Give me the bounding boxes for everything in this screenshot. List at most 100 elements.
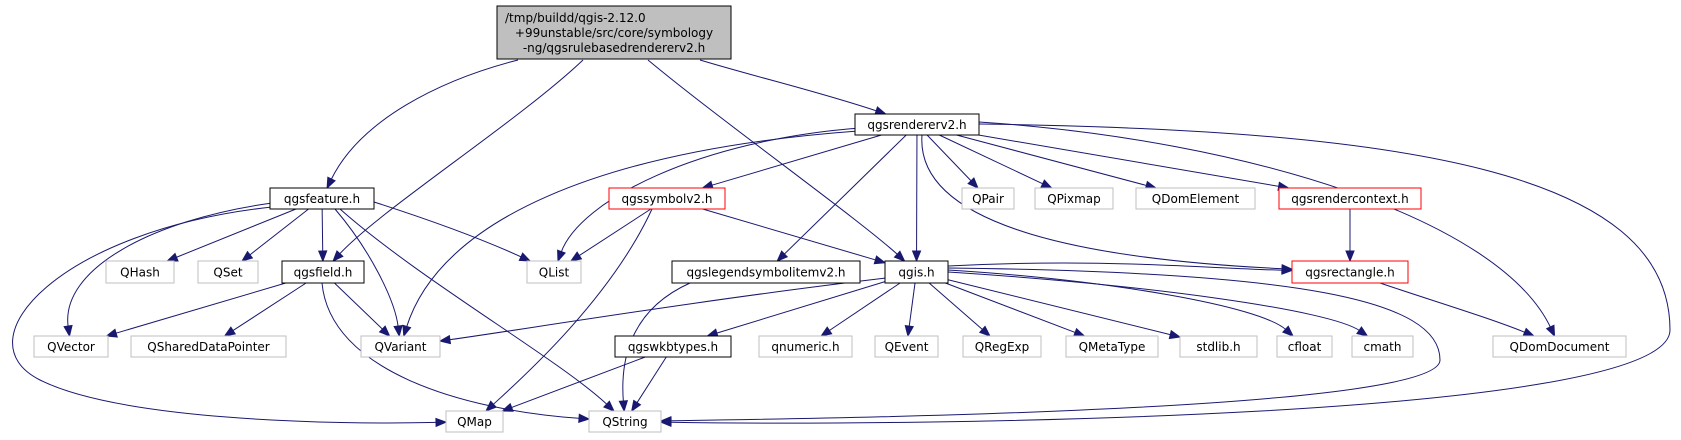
node-label: qgslegendsymbolitemv2.h bbox=[686, 266, 845, 280]
edge-line bbox=[947, 271, 1361, 332]
edge-line bbox=[338, 59, 584, 255]
node-label: QPair bbox=[972, 192, 1004, 206]
edge-qgsfeature-to-QVector bbox=[63, 202, 273, 338]
node-QVector: QVector bbox=[33, 335, 109, 358]
node-QPixmap: QPixmap bbox=[1034, 187, 1114, 210]
node-stdlib: stdlib.h bbox=[1179, 335, 1258, 358]
node-qgsrendercontext[interactable]: qgsrendercontext.h bbox=[1278, 187, 1422, 210]
node-QVariant: QVariant bbox=[360, 335, 441, 358]
node-qgslegendsymbolitemv2[interactable]: qgslegendsymbolitemv2.h bbox=[671, 260, 861, 284]
edge-line bbox=[928, 282, 984, 331]
edge-arrowhead bbox=[402, 324, 412, 338]
node-box bbox=[1492, 335, 1627, 358]
edge-arrowhead bbox=[223, 326, 237, 337]
edge-qgsrendererv2-to-QList bbox=[557, 127, 861, 263]
edge-line bbox=[945, 282, 1077, 334]
edge-arrowhead bbox=[776, 250, 789, 262]
edge-line bbox=[702, 208, 877, 261]
edge-line bbox=[947, 262, 1284, 271]
edge-qgsfeature-to-QVariant bbox=[334, 208, 403, 338]
edge-arrowhead bbox=[893, 250, 906, 262]
edge-arrowhead bbox=[241, 250, 254, 262]
node-QEvent: QEvent bbox=[874, 335, 939, 358]
node-qgsfeature[interactable]: qgsfeature.h bbox=[269, 187, 375, 210]
edge-root-to-qgsfeature bbox=[326, 59, 519, 190]
edge-line bbox=[699, 59, 878, 112]
edge-qgsfield-to-QVector bbox=[105, 282, 286, 338]
node-label: qgis.h bbox=[898, 266, 934, 280]
edge-arrowhead bbox=[557, 249, 566, 263]
node-root[interactable]: /tmp/buildd/qgis-2.12.0+99unstable/src/c… bbox=[496, 5, 732, 60]
edge-line bbox=[939, 134, 1044, 185]
edge-line bbox=[560, 127, 861, 253]
node-box bbox=[1276, 335, 1333, 358]
edge-arrowhead bbox=[978, 325, 991, 337]
edge-arrowhead bbox=[618, 400, 629, 413]
edge-arrowhead bbox=[904, 324, 915, 338]
edge-qgsrendererv2-to-qgslegendsymbolitemv2 bbox=[776, 134, 907, 262]
node-qgsfield[interactable]: qgsfield.h bbox=[281, 260, 365, 284]
edge-qgis-to-QVariant bbox=[438, 277, 887, 345]
edge-arrowhead bbox=[485, 400, 497, 412]
node-box bbox=[608, 187, 726, 210]
node-QMetaType: QMetaType bbox=[1065, 335, 1159, 358]
edge-arrowhead bbox=[569, 251, 583, 262]
node-label: QRegExp bbox=[975, 340, 1030, 354]
node-QPair: QPair bbox=[961, 187, 1015, 210]
node-qgis[interactable]: qgis.h bbox=[884, 260, 949, 284]
edge-qgis-to-QString bbox=[659, 267, 1441, 426]
edge-arrowhead bbox=[873, 255, 887, 265]
node-box bbox=[874, 335, 939, 358]
edge-arrowhead bbox=[911, 250, 922, 263]
node-label: QList bbox=[539, 266, 570, 280]
node-label: qgsfield.h bbox=[294, 266, 353, 280]
edge-line bbox=[636, 356, 667, 404]
edge-line bbox=[334, 282, 384, 331]
node-box bbox=[105, 260, 175, 284]
edge-qgsrendererv2-to-qgssymbolv2 bbox=[701, 134, 882, 190]
edge-line bbox=[715, 281, 886, 334]
node-label: /tmp/buildd/qgis-2.12.0 bbox=[505, 11, 646, 25]
node-label: QMap bbox=[457, 415, 492, 429]
edge-arrowhead bbox=[874, 106, 887, 116]
node-label: stdlib.h bbox=[1196, 340, 1240, 354]
edge-arrowhead bbox=[165, 252, 179, 262]
edge-arrowhead bbox=[378, 325, 391, 337]
edge-arrowhead bbox=[317, 250, 328, 263]
edge-line bbox=[12, 206, 438, 424]
edge-line bbox=[1379, 282, 1526, 334]
node-box bbox=[962, 335, 1042, 358]
edge-arrowhead bbox=[326, 176, 336, 190]
edge-line bbox=[334, 208, 399, 328]
node-qgssymbolv2[interactable]: qgssymbolv2.h bbox=[608, 187, 726, 210]
node-box bbox=[614, 335, 732, 358]
edge-root-to-qgsrendererv2 bbox=[699, 59, 887, 116]
node-QList: QList bbox=[526, 260, 582, 284]
node-label: qnumeric.h bbox=[771, 340, 839, 354]
edges-layer bbox=[12, 59, 1671, 428]
node-cfloat: cfloat bbox=[1276, 335, 1333, 358]
edge-arrowhead bbox=[435, 417, 448, 428]
edge-arrowhead bbox=[1282, 325, 1294, 337]
node-qgswkbtypes[interactable]: qgswkbtypes.h bbox=[614, 335, 732, 358]
edge-line bbox=[330, 59, 519, 181]
node-box bbox=[588, 410, 662, 433]
edge-root-to-qgis bbox=[647, 59, 906, 262]
edge-arrowhead bbox=[603, 400, 615, 412]
edge-qgsrendererv2-to-QDomDocument bbox=[978, 121, 1556, 338]
edge-arrowhead bbox=[1545, 324, 1556, 338]
edge-qgis-to-QMetaType bbox=[945, 282, 1086, 337]
node-box bbox=[671, 260, 861, 284]
node-qgsrendererv2[interactable]: qgsrendererv2.h bbox=[854, 113, 980, 136]
node-box bbox=[1278, 187, 1422, 210]
node-box bbox=[1034, 187, 1114, 210]
edge-qgis-to-QEvent bbox=[904, 282, 916, 338]
edge-qgsrendererv2-to-QDomElement bbox=[956, 134, 1158, 190]
node-label: -ng/qgsrulebasedrendererv2.h bbox=[523, 41, 705, 55]
edge-line bbox=[956, 134, 1148, 187]
node-qgsrectangle[interactable]: qgsrectangle.h bbox=[1291, 260, 1409, 284]
node-label: cfloat bbox=[1288, 340, 1322, 354]
edge-qgsrectangle-to-QDomDocument bbox=[1379, 282, 1536, 337]
edge-line bbox=[175, 208, 297, 259]
